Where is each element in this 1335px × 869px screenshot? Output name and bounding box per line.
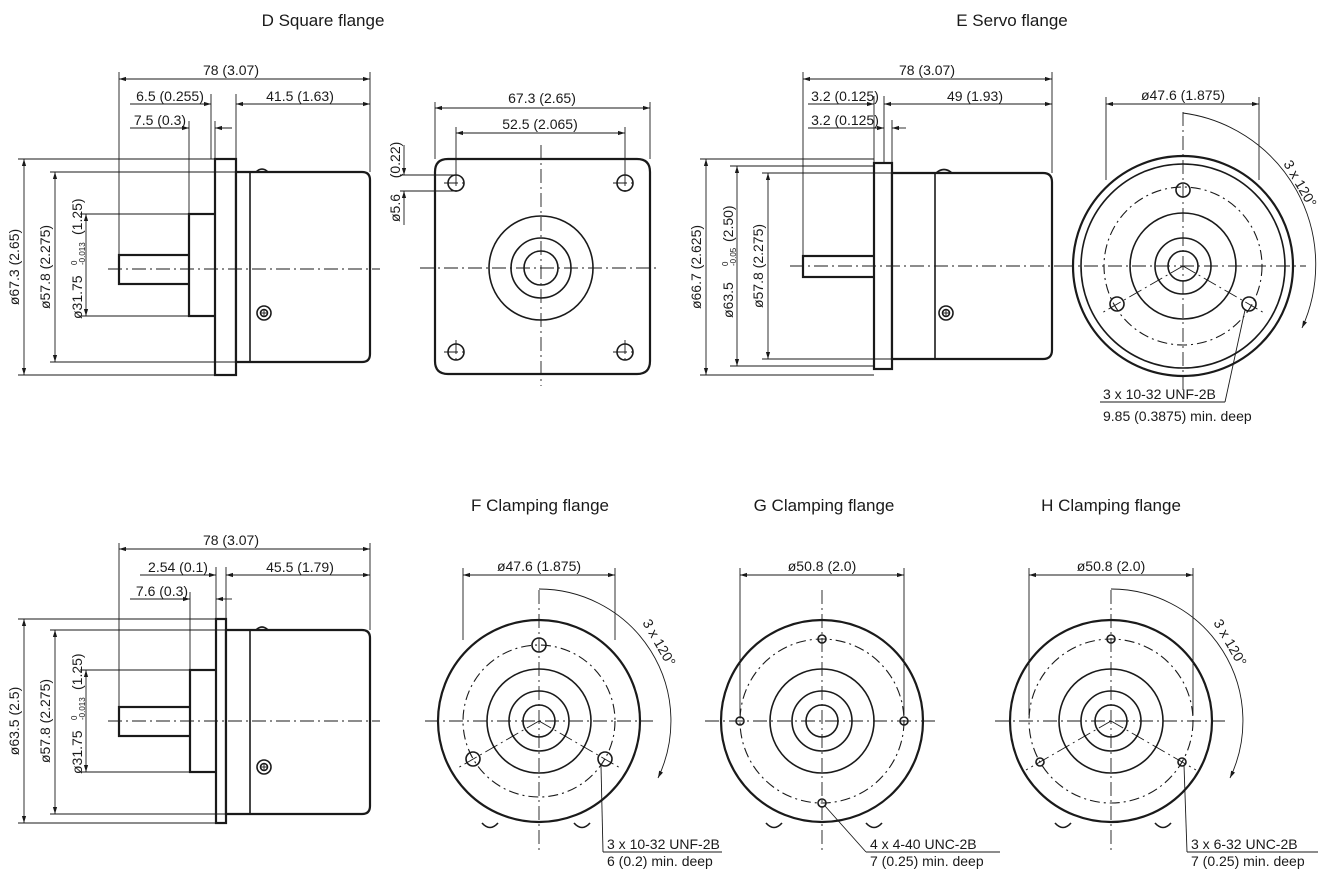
clamp-flange-diameter-label: ø63.5 (2.5) xyxy=(6,687,22,755)
d-shaft-step-label: 7.5 (0.3) xyxy=(134,112,186,128)
clamp-side-view: 78 (3.07) 2.54 (0.1) 45.5 (1.79) 7.6 (0.… xyxy=(6,532,380,825)
clamp-pilot-inch-label: (1.25) xyxy=(69,653,85,690)
e-screw-icon xyxy=(938,305,954,321)
e-pilot-tol-upper: 0 xyxy=(721,261,730,266)
g-bolt-circle-label: ø50.8 (2.0) xyxy=(788,558,856,574)
f-thread-hole xyxy=(597,751,613,767)
d-body-length-label: 41.5 (1.63) xyxy=(266,88,334,104)
h-thread-depth-label: 7 (0.25) min. deep xyxy=(1191,853,1305,869)
title-g-clamping-flange: G Clamping flange xyxy=(754,496,895,515)
h-thread-hole xyxy=(1177,757,1187,767)
d-pilot-inch-label: (1.25) xyxy=(69,198,85,235)
f-thread-hole xyxy=(465,751,481,767)
clamp-body xyxy=(224,628,372,816)
d-pilot-tol-lower: -0.013 xyxy=(78,242,87,265)
d-screw-icon xyxy=(256,305,272,321)
title-f-clamping-flange: F Clamping flange xyxy=(471,496,609,515)
clamp-pilot-tol-upper: 0 xyxy=(70,715,79,720)
d-flange-diameter-label: ø67.3 (2.65) xyxy=(6,229,22,305)
e-angle-label: 3 x 120° xyxy=(1281,157,1321,210)
e-body-length-label: 49 (1.93) xyxy=(947,88,1003,104)
title-e-servo-flange: E Servo flange xyxy=(956,11,1068,30)
h-front-view: ø50.8 (2.0) 3 x 120° 3 x 6-32 UNC-2B 7 (… xyxy=(995,558,1318,869)
title-h-clamping-flange: H Clamping flange xyxy=(1041,496,1181,515)
d-hole-spacing-label: 52.5 (2.065) xyxy=(502,116,578,132)
f-thread-depth-label: 6 (0.2) min. deep xyxy=(607,853,713,869)
clamp-overall-length-label: 78 (3.07) xyxy=(203,532,259,548)
g-front-view: ø50.8 (2.0) 4 x 4-40 UNC-2B 7 (0.25) min… xyxy=(705,558,1000,869)
g-thread-depth-label: 7 (0.25) min. deep xyxy=(870,853,984,869)
e-body-diameter-label: ø57.8 (2.275) xyxy=(750,224,766,308)
h-bolt-circle-label: ø50.8 (2.0) xyxy=(1077,558,1145,574)
e-shaft-step-label: 3.2 (0.125) xyxy=(811,112,879,128)
d-flange-offset-label: 6.5 (0.255) xyxy=(136,88,204,104)
d-side-view: 78 (3.07) 6.5 (0.255) 41.5 (1.63) 7.5 (0… xyxy=(6,62,380,377)
g-thread-spec-label: 4 x 4-40 UNC-2B xyxy=(870,836,977,852)
h-angle-label: 3 x 120° xyxy=(1211,616,1251,669)
d-square-flange-outline xyxy=(433,157,652,376)
d-flange xyxy=(213,157,238,377)
e-shaft xyxy=(801,254,880,279)
e-front-view: ø47.6 (1.875) 3 x 120° 3 x 10-32 UNF-2B … xyxy=(1060,87,1320,424)
d-flange-width-label: 67.3 (2.65) xyxy=(508,90,576,106)
d-hole-diameter-label: ø5.6 xyxy=(387,194,403,222)
e-flange-offset-label: 3.2 (0.125) xyxy=(811,88,879,104)
clamp-screw-icon xyxy=(256,759,272,775)
d-shaft xyxy=(117,253,193,286)
clamp-shaft-step-label: 7.6 (0.3) xyxy=(136,583,188,599)
e-thread-hole xyxy=(1109,296,1125,312)
clamp-body-length-label: 45.5 (1.79) xyxy=(266,559,334,575)
d-pilot-tol-upper: 0 xyxy=(70,260,79,265)
e-overall-length-label: 78 (3.07) xyxy=(899,62,955,78)
h-thread-hole xyxy=(1035,757,1045,767)
clamp-body-diameter-label: ø57.8 (2.275) xyxy=(37,679,53,763)
e-thread-spec-label: 3 x 10-32 UNF-2B xyxy=(1103,386,1216,402)
clamp-pilot-tol-lower: -0.013 xyxy=(78,697,87,720)
d-body-diameter-label: ø57.8 (2.275) xyxy=(37,225,53,309)
f-front-view: ø47.6 (1.875) 3 x 120° 3 x 10-32 UNF-2B … xyxy=(425,558,722,869)
e-thread-hole xyxy=(1241,296,1257,312)
d-front-view: 67.3 (2.65) 52.5 (2.065) (0.22) ø5.6 xyxy=(387,90,660,386)
d-pilot-diameter-label: ø31.75 xyxy=(69,275,85,319)
f-thread-spec-label: 3 x 10-32 UNF-2B xyxy=(607,836,720,852)
title-d-square-flange: D Square flange xyxy=(262,11,385,30)
e-bolt-circle-label: ø47.6 (1.875) xyxy=(1141,87,1225,103)
e-thread-depth-label: 9.85 (0.3875) min. deep xyxy=(1103,408,1252,424)
e-side-view: 78 (3.07) 3.2 (0.125) 49 (1.93) 3.2 (0.1… xyxy=(688,62,1068,376)
d-body xyxy=(234,170,372,364)
d-overall-length-label: 78 (3.07) xyxy=(203,62,259,78)
clamp-pilot-diameter-label: ø31.75 xyxy=(69,730,85,774)
d-hole-offset-label: (0.22) xyxy=(387,142,403,179)
d-pilot xyxy=(187,212,218,318)
e-pilot-inch-label: (2.50) xyxy=(720,205,736,242)
f-bolt-circle-label: ø47.6 (1.875) xyxy=(497,558,581,574)
h-thread-spec-label: 3 x 6-32 UNC-2B xyxy=(1191,836,1298,852)
e-pilot-diameter-label: ø63.5 xyxy=(720,282,736,318)
clamp-flange-offset-label: 2.54 (0.1) xyxy=(148,559,208,575)
clamp-shaft xyxy=(117,705,195,738)
e-flange-diameter-label: ø66.7 (2.625) xyxy=(688,225,704,309)
e-pilot-tol-lower: -0.05 xyxy=(729,247,738,266)
